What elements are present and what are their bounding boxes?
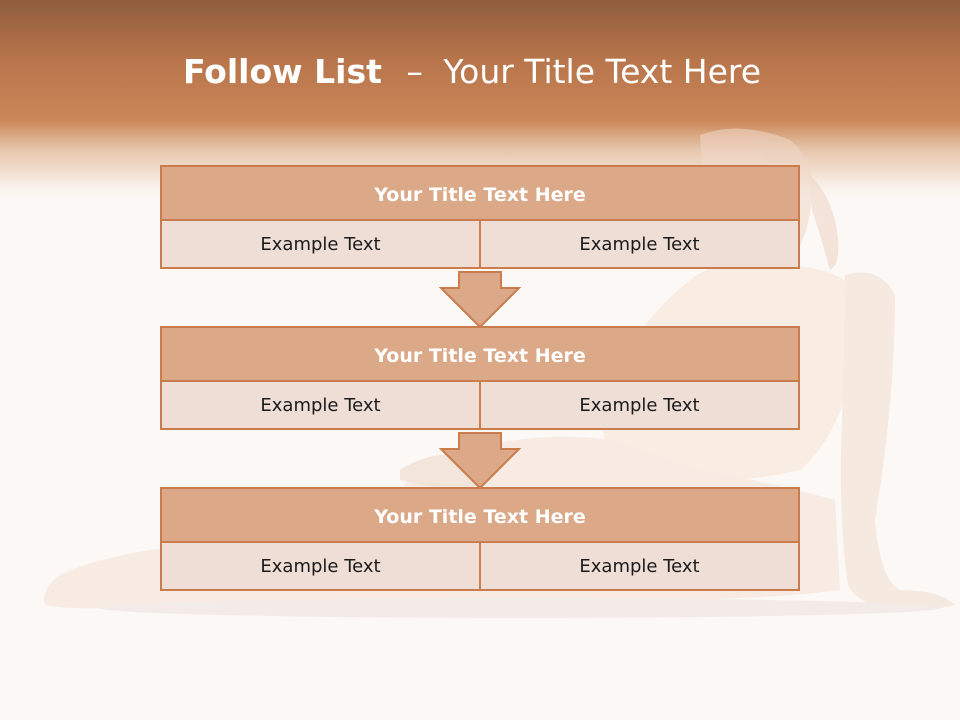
block-title: Your Title Text Here <box>160 165 800 221</box>
block-title: Your Title Text Here <box>160 487 800 543</box>
block-cell-left: Example Text <box>160 541 481 591</box>
title-bold: Follow List <box>182 52 382 91</box>
block-cell-right: Example Text <box>479 380 800 430</box>
title-rest: Your Title Text Here <box>443 52 762 91</box>
list-block-3: Your Title Text Here Example Text Exampl… <box>160 487 800 591</box>
block-cells: Example Text Example Text <box>160 219 800 269</box>
block-cell-right: Example Text <box>479 219 800 269</box>
title-separator: – <box>406 52 423 91</box>
block-cell-left: Example Text <box>160 380 481 430</box>
block-cells: Example Text Example Text <box>160 541 800 591</box>
list-block-1: Your Title Text Here Example Text Exampl… <box>160 165 800 269</box>
block-cell-left: Example Text <box>160 219 481 269</box>
down-arrow-icon <box>438 432 522 490</box>
block-title: Your Title Text Here <box>160 326 800 382</box>
down-arrow-icon <box>438 271 522 329</box>
list-block-2: Your Title Text Here Example Text Exampl… <box>160 326 800 430</box>
block-cells: Example Text Example Text <box>160 380 800 430</box>
slide-title: Follow List – Your Title Text Here <box>0 52 944 91</box>
block-cell-right: Example Text <box>479 541 800 591</box>
